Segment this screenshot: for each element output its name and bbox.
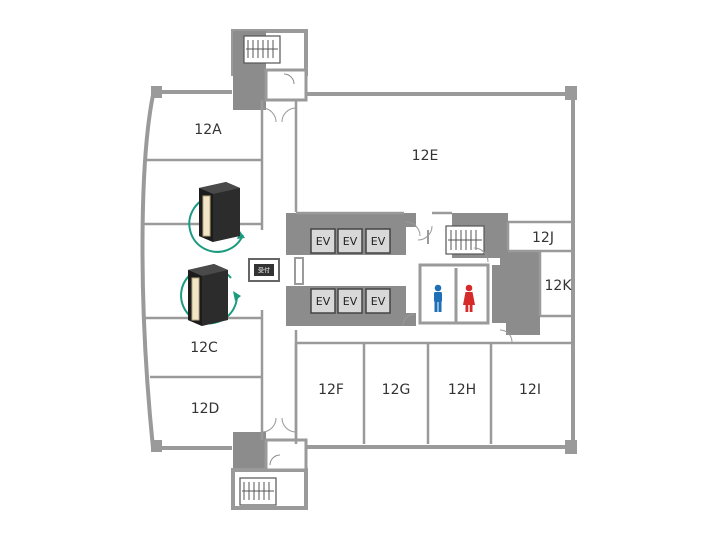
room-12A-label: 12A [194, 122, 222, 138]
elevator-2: EV [337, 228, 363, 254]
room-12H-label: 12H [448, 382, 476, 398]
reception-desk: 受付 [248, 258, 280, 282]
elevator-6: EV [365, 288, 391, 314]
elevator-1-label: EV [316, 235, 331, 248]
room-12E-label: 12E [412, 148, 439, 164]
server-rack-icon-upper [188, 182, 245, 253]
server-rack-icon-lower [180, 264, 241, 326]
elevator-4-label: EV [316, 295, 331, 308]
right-room-walls [294, 211, 573, 444]
elevator-5: EV [337, 288, 363, 314]
room-12C-label: 12C [190, 340, 218, 356]
elevator-3-label: EV [371, 235, 386, 248]
right-service-core [418, 213, 540, 343]
room-12D-label: 12D [191, 401, 220, 417]
room-12I-label: 12I [519, 382, 541, 398]
top-stair-core [231, 29, 308, 110]
bottom-stair-core [231, 432, 308, 510]
elevator-1: EV [310, 228, 336, 254]
elevator-5-label: EV [343, 295, 358, 308]
room-12G-label: 12G [382, 382, 411, 398]
corridor-doors [261, 107, 297, 433]
room-12J-label: 12J [532, 230, 554, 246]
female-restroom-icon [463, 284, 475, 312]
core-doors [402, 221, 433, 327]
elevator-2-label: EV [343, 235, 358, 248]
reception-label: 受付 [258, 267, 270, 275]
elevator-6-label: EV [371, 295, 386, 308]
elevator-3: EV [365, 228, 391, 254]
elevator-cars: EV EV EV EV EV EV [310, 228, 391, 314]
exterior-walls [140, 90, 575, 450]
room-12K-label: 12K [545, 278, 573, 294]
room-12F-label: 12F [318, 382, 344, 398]
corner-pillars [151, 86, 577, 454]
male-restroom-icon [434, 284, 442, 312]
elevator-4: EV [310, 288, 336, 314]
